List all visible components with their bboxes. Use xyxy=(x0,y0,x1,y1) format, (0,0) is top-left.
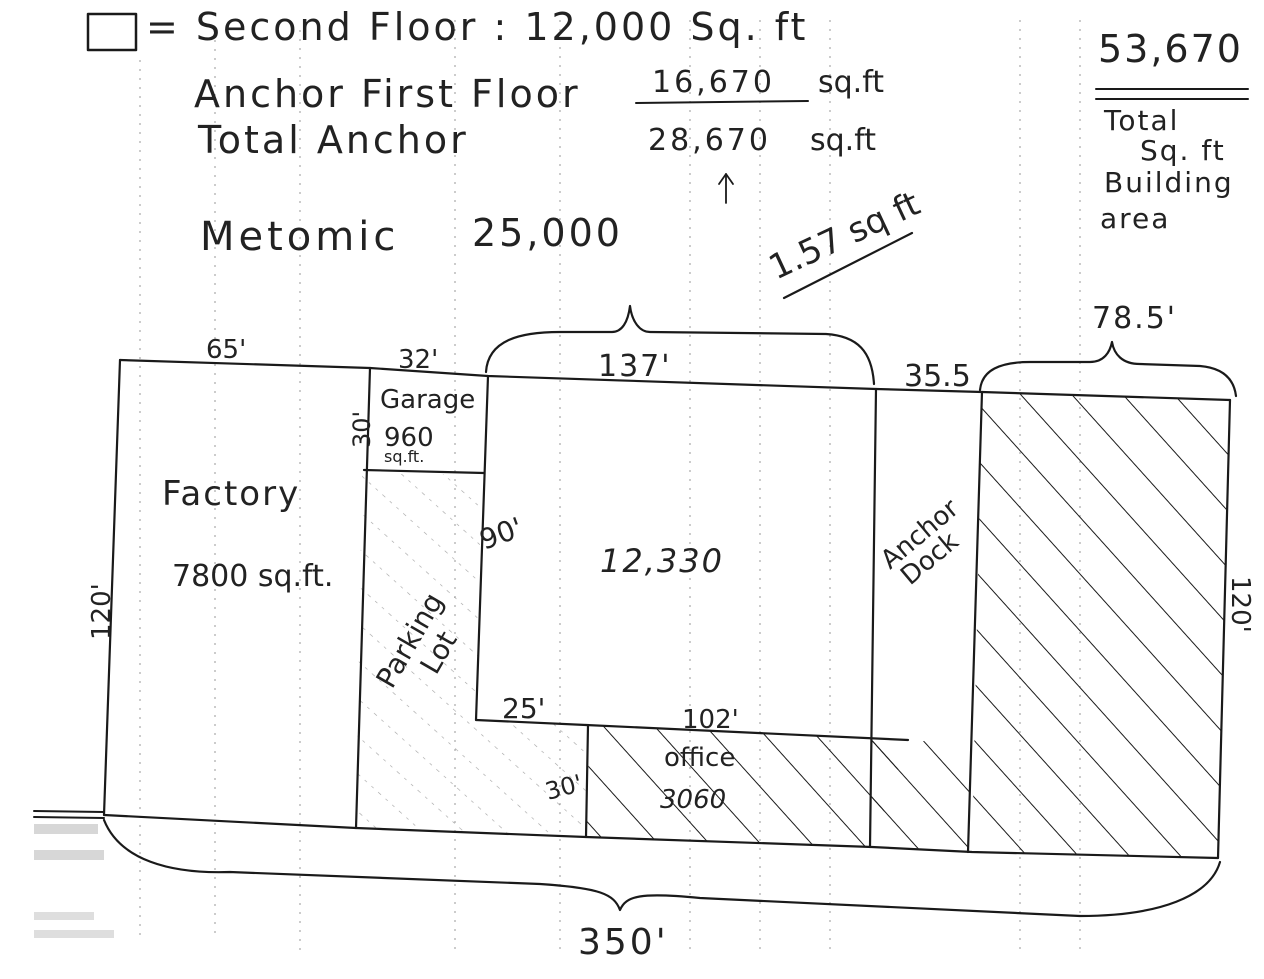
office-label: office xyxy=(664,743,735,773)
factory-label: Factory xyxy=(162,474,300,514)
dim-total-length: 350' xyxy=(578,922,669,963)
brace-78-5 xyxy=(978,340,1238,398)
anchor-first-floor-label: Anchor First Floor xyxy=(194,72,581,116)
brace-350 xyxy=(102,818,1222,918)
anchor-first-floor-value: 16,670 xyxy=(652,65,775,100)
parking-dashes xyxy=(356,474,586,835)
second-floor-hatch-dock xyxy=(872,740,970,850)
total-anchor-value: 28,670 xyxy=(648,123,771,158)
garage-unit: sq.ft. xyxy=(384,447,424,466)
dim-right-width: 78.5' xyxy=(1092,301,1177,336)
factory-area: 7800 sq.ft. xyxy=(172,559,333,594)
svg-text:1.57 sq ft: 1.57 sq ft xyxy=(763,184,926,288)
dim-left-depth: 120' xyxy=(87,583,117,640)
dim-garage-depth: 30' xyxy=(348,411,376,448)
total-anchor-label: Total Anchor xyxy=(197,118,469,162)
dim-dock-width: 35.5 xyxy=(904,359,971,394)
office-area: 3060 xyxy=(660,785,726,815)
arrow-up-icon xyxy=(718,173,734,204)
ratio-note: 1.57 sq ft xyxy=(763,184,926,300)
brace-137 xyxy=(484,304,876,386)
dim-factory-width: 65' xyxy=(206,335,246,365)
garage-label: Garage xyxy=(380,385,475,415)
dim-notch-width: 25' xyxy=(502,692,545,725)
second-floor-hatch-right xyxy=(972,392,1230,858)
dim-garage-width: 32' xyxy=(398,345,438,375)
dimension-labels: 65' 32' 137' 35.5 78.5' 30' 90' 120' 120… xyxy=(87,301,1255,963)
hatched-box-icon xyxy=(86,12,138,52)
legend-text: = Second Floor : 12,000 Sq. ft xyxy=(146,5,808,49)
scan-smudge xyxy=(34,824,114,938)
total-building-line4: area xyxy=(1100,202,1170,235)
second-floor-hatch-office xyxy=(586,725,908,847)
total-building-line3: Building xyxy=(1104,166,1234,199)
dim-office-width: 102' xyxy=(682,705,739,735)
metomic-value: 25,000 xyxy=(472,211,623,255)
total-building-note: 53,670 Total Sq. ft Building area xyxy=(1095,27,1249,235)
total-building-line2: Sq. ft xyxy=(1140,134,1226,167)
center-area: 12,330 xyxy=(600,542,724,580)
anchor-first-floor-unit: sq.ft xyxy=(818,65,884,100)
total-building-line1: Total xyxy=(1103,104,1179,137)
total-building-value: 53,670 xyxy=(1098,27,1243,71)
total-anchor-unit: sq.ft xyxy=(810,123,876,158)
garage-area: 960 xyxy=(384,423,434,453)
total-anchor-row: Total Anchor 28,670 sq.ft xyxy=(197,118,876,204)
legend-row: = Second Floor : 12,000 Sq. ft xyxy=(86,5,808,52)
dim-center-width: 137' xyxy=(598,349,672,384)
building-outline xyxy=(33,358,1232,860)
dim-right-depth: 120' xyxy=(1225,576,1255,633)
anchor-first-floor-row: Anchor First Floor 16,670 sq.ft xyxy=(194,65,884,116)
metomic-row: Metomic 25,000 xyxy=(200,211,623,260)
metomic-label: Metomic xyxy=(200,214,399,260)
